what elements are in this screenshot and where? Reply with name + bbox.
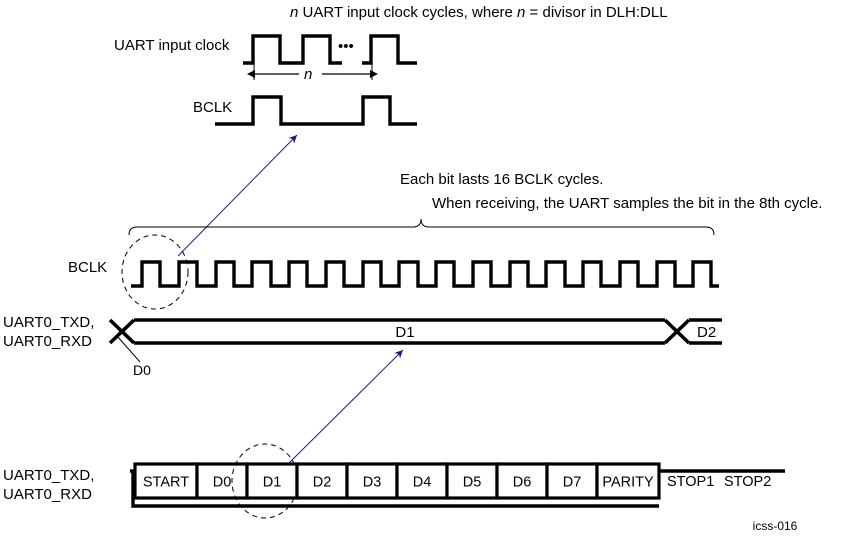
frame-cell xyxy=(345,462,399,500)
zoom-callout-arrow-frame xyxy=(287,349,404,465)
frame-cell-label: PARITY xyxy=(602,475,654,491)
bus-body-d1 xyxy=(134,318,665,345)
frame-cell-label: START xyxy=(143,475,189,491)
stop1-label: STOP1 xyxy=(667,474,714,490)
top-caption-mid: UART input clock cycles, where xyxy=(298,4,517,21)
txd-rxd-label-line2: UART0_RXD xyxy=(3,333,92,350)
zoom-callout-arrow-bclk xyxy=(177,134,298,257)
frame-cell-label: D1 xyxy=(263,475,282,491)
bus-value-d2: D2 xyxy=(697,324,716,341)
figure-id-label: icss-016 xyxy=(753,519,798,533)
clock-ellipsis: ••• xyxy=(338,38,354,55)
frame-cell-group: START D0 D1 D2 D3 D4 D5 D6 D7 PARITY xyxy=(133,462,661,500)
frame-cell-label: D2 xyxy=(313,475,332,491)
top-caption-n1: n xyxy=(290,4,298,21)
frame-cell xyxy=(595,462,661,500)
bclk-small-waveform xyxy=(215,95,417,126)
note-line-1: Each bit lasts 16 BCLK cycles. xyxy=(400,171,603,188)
top-caption-tail: = divisor in DLH:DLL xyxy=(525,4,667,21)
frame-cell-label: D0 xyxy=(213,475,232,491)
stop2-label: STOP2 xyxy=(724,474,771,490)
txd-rxd-label-line1: UART0_TXD, xyxy=(3,314,94,331)
frame-label-line1: UART0_TXD, xyxy=(3,467,94,484)
frame-cell-label: D3 xyxy=(363,475,382,491)
bus-value-d1: D1 xyxy=(395,324,414,341)
uart-input-clock-waveform xyxy=(243,34,417,65)
bclk-small-label: BCLK xyxy=(193,99,232,116)
d0-leader-line xyxy=(116,335,141,363)
frame-cell-label: D6 xyxy=(513,475,532,491)
bclk-wide-label: BCLK xyxy=(68,259,107,276)
frame-idle-and-start-edge xyxy=(130,469,659,508)
frame-cell-label: D4 xyxy=(413,475,432,491)
top-caption: n UART input clock cycles, where n = div… xyxy=(290,4,668,21)
frame-cell xyxy=(133,462,199,500)
note-line-2: When receiving, the UART samples the bit… xyxy=(432,195,822,212)
bus-left-transition xyxy=(108,318,136,345)
bus-value-d0: D0 xyxy=(133,362,151,378)
uart-input-clock-label: UART input clock xyxy=(114,37,230,54)
bus-tail xyxy=(689,318,722,345)
frame-cell-label: D5 xyxy=(463,475,482,491)
dim-label-n: n xyxy=(304,66,312,83)
bus-right-transition xyxy=(663,318,691,345)
bclk-span-brace xyxy=(128,218,715,236)
zoom-circle-frame-d1 xyxy=(231,443,299,519)
bclk-wide-waveform xyxy=(131,260,719,288)
frame-cell xyxy=(495,462,549,500)
zoom-circle-bclk xyxy=(121,234,189,310)
top-caption-n2: n xyxy=(517,4,525,21)
frame-label-line2: UART0_RXD xyxy=(3,486,92,503)
frame-cell-label: D7 xyxy=(563,475,582,491)
frame-cell xyxy=(445,462,499,500)
